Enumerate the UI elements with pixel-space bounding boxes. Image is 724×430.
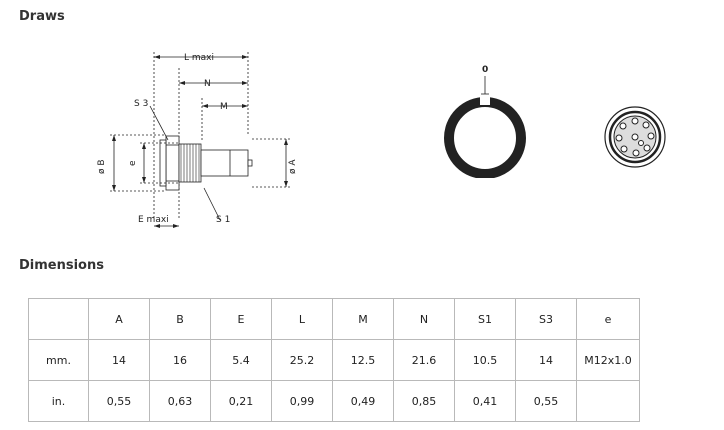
dim-label-S1: S 1 xyxy=(216,215,230,225)
dim-label-E: E maxi xyxy=(138,215,169,225)
table-header-cell: M xyxy=(332,298,394,340)
table-cell: 10.5 xyxy=(454,339,516,381)
dim-label-e: e xyxy=(128,160,138,166)
table-header-cell: L xyxy=(271,298,333,340)
row-label: in. xyxy=(28,380,89,422)
dim-label-A: ø A xyxy=(288,159,298,174)
table-header-cell: A xyxy=(88,298,150,340)
connector-side-drawing: L maxi N M S 3 S 1 E maxi ø B e ø A xyxy=(97,52,298,228)
dim-label-B: ø B xyxy=(97,159,107,174)
dimensions-heading: Dimensions xyxy=(19,258,104,273)
table-header-cell: B xyxy=(149,298,211,340)
table-cell: 14 xyxy=(515,339,577,381)
table-cell: 14 xyxy=(88,339,150,381)
contact-face-diagram xyxy=(604,106,666,168)
table-cell: 0,41 xyxy=(454,380,516,422)
table-header-cell: S3 xyxy=(515,298,577,340)
table-header-cell: e xyxy=(576,298,640,340)
dimensions-table: A B E L M N S1 S3 e mm. 14 16 5.4 25.2 1… xyxy=(28,298,640,422)
table-cell: 0,49 xyxy=(332,380,394,422)
dim-label-S3: S 3 xyxy=(134,99,148,109)
table-cell xyxy=(576,380,640,422)
table-cell: 0,99 xyxy=(271,380,333,422)
table-cell: 16 xyxy=(149,339,211,381)
keying-position-diagram: 0 xyxy=(444,65,526,178)
table-header-cell xyxy=(28,298,89,340)
table-row: mm. 14 16 5.4 25.2 12.5 21.6 10.5 14 M12… xyxy=(28,339,640,381)
table-cell: 12.5 xyxy=(332,339,394,381)
table-header-cell: S1 xyxy=(454,298,516,340)
dim-label-M: M xyxy=(220,102,228,112)
table-cell: M12x1.0 xyxy=(576,339,640,381)
dim-label-L: L maxi xyxy=(184,53,214,63)
table-cell: 0,63 xyxy=(149,380,211,422)
dim-label-N: N xyxy=(204,79,211,89)
table-cell: 0,55 xyxy=(515,380,577,422)
table-cell: 0,55 xyxy=(88,380,150,422)
table-header-cell: N xyxy=(393,298,455,340)
table-cell: 0,21 xyxy=(210,380,272,422)
draws-heading: Draws xyxy=(19,9,65,24)
table-header-cell: E xyxy=(210,298,272,340)
key-position-label: 0 xyxy=(482,65,488,75)
row-label: mm. xyxy=(28,339,89,381)
table-cell: 5.4 xyxy=(210,339,272,381)
table-row: in. 0,55 0,63 0,21 0,99 0,49 0,85 0,41 0… xyxy=(28,380,640,422)
table-cell: 25.2 xyxy=(271,339,333,381)
table-cell: 0,85 xyxy=(393,380,455,422)
table-cell: 21.6 xyxy=(393,339,455,381)
table-header-row: A B E L M N S1 S3 e xyxy=(28,298,640,340)
